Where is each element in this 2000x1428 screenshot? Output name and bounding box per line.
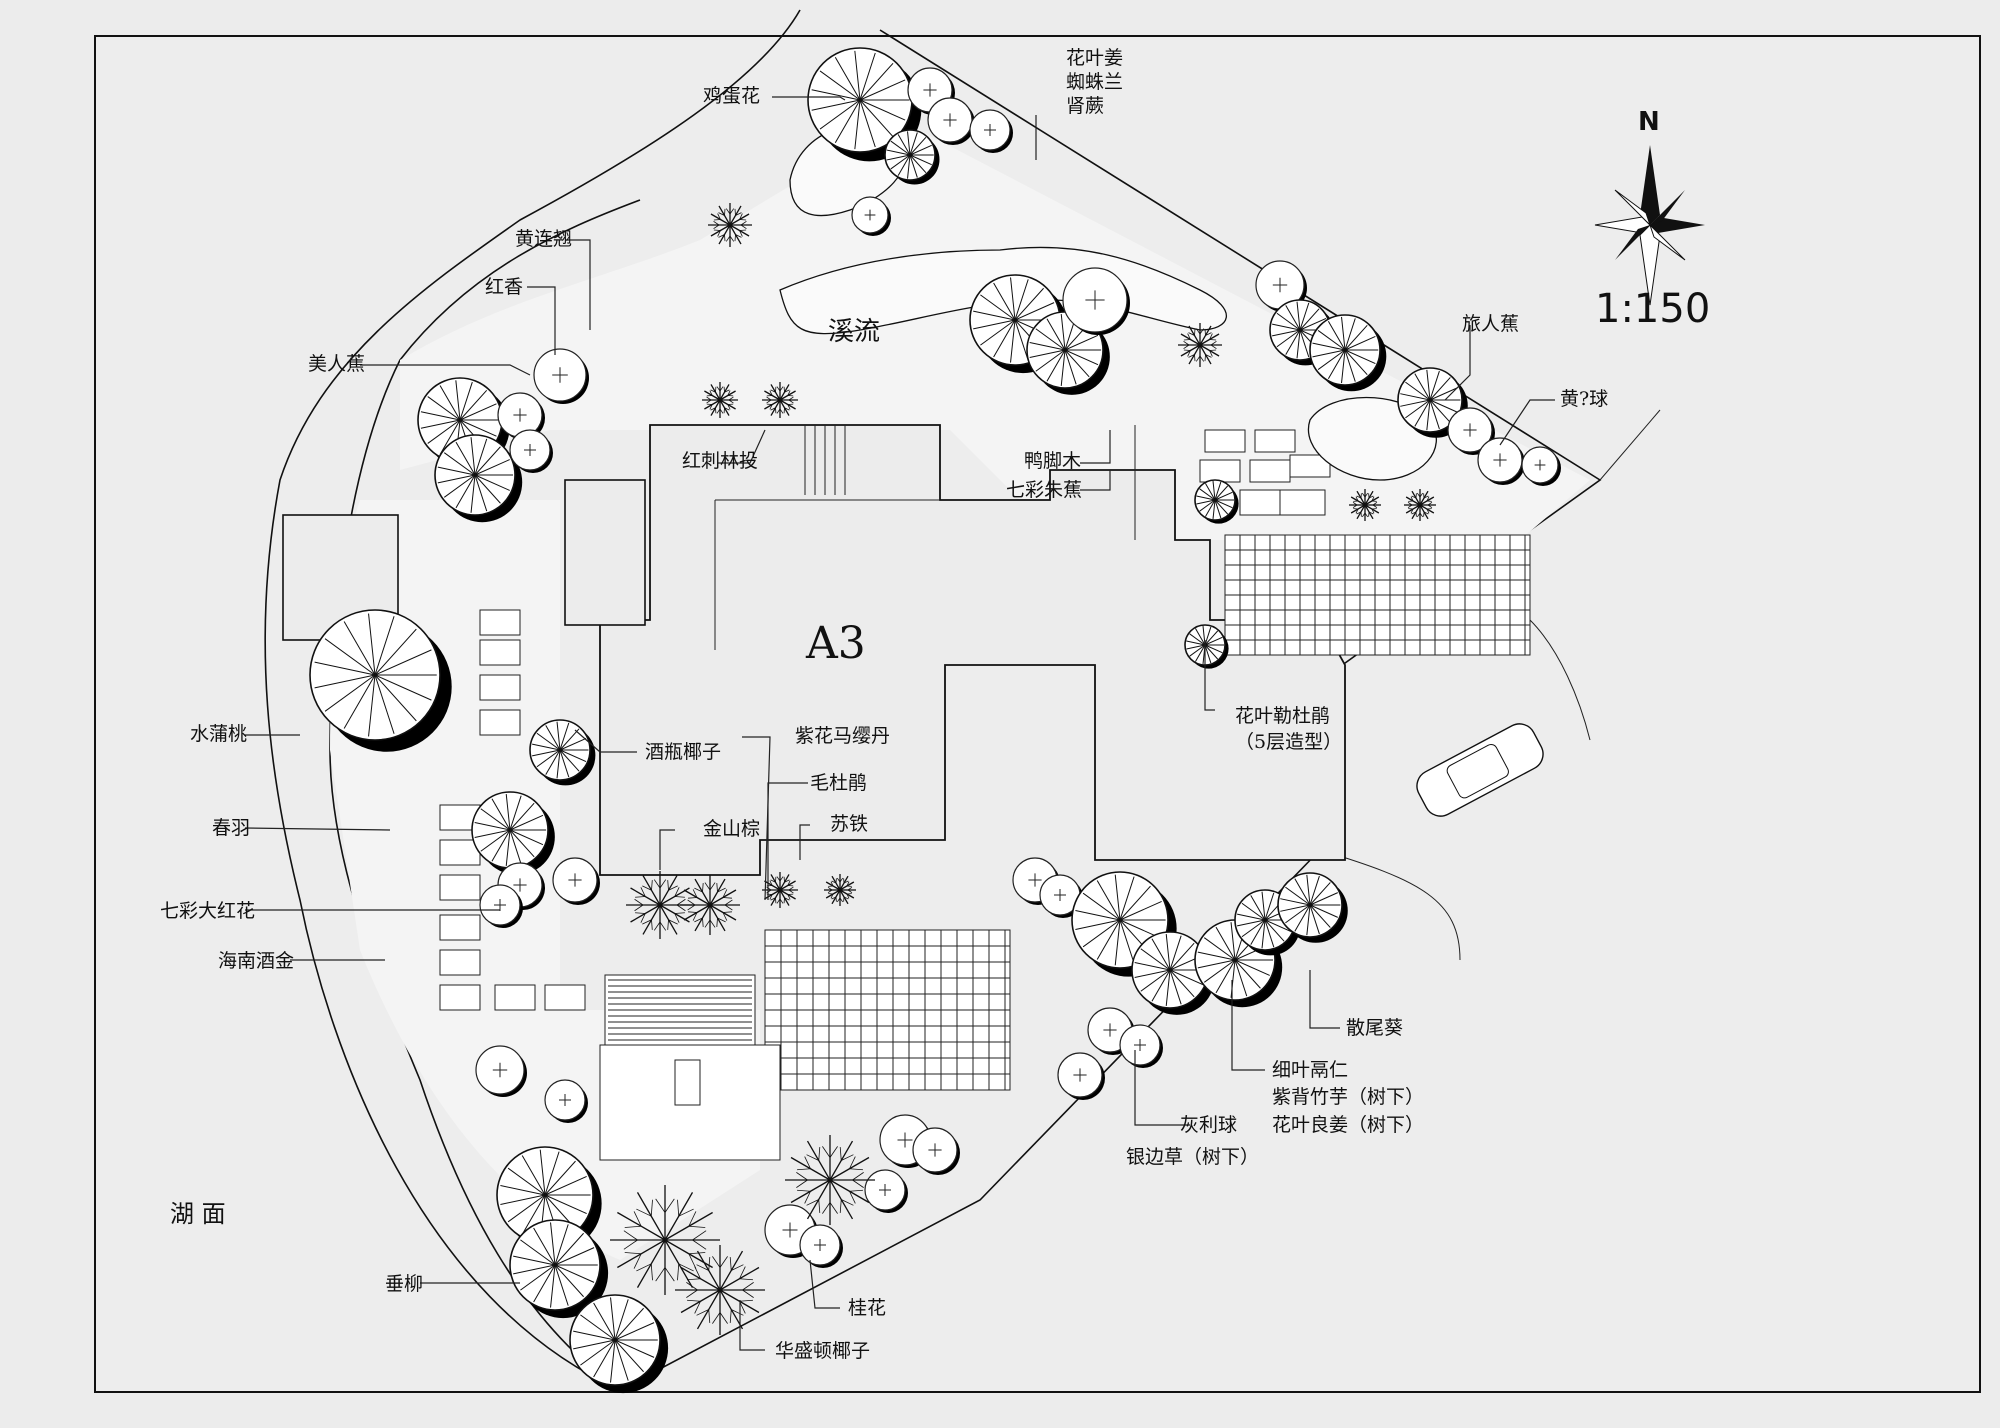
label-sutie: 苏铁	[830, 813, 868, 835]
palm-group	[610, 203, 1436, 1335]
lake-label: 湖 面	[170, 1200, 226, 1228]
label-guihua: 桂花	[848, 1297, 886, 1319]
label-meirenjiao: 美人蕉	[308, 353, 365, 375]
label-huangqiu: 黄?球	[1560, 388, 1608, 410]
entrance-steps	[804, 425, 846, 495]
label-huashengdunyezi: 华盛顿椰子	[775, 1340, 870, 1362]
tree-group	[309, 47, 1561, 1394]
label-hongcilinjia: 红刺林投	[682, 450, 758, 472]
stream-label: 溪流	[828, 317, 880, 347]
label-zihuamaying: 紫花马缨丹	[795, 725, 890, 747]
label-huayejiang: 花叶姜	[1066, 47, 1123, 69]
label-huanglianqiao: 黄连翘	[515, 228, 572, 250]
east-paving-grid	[1224, 534, 1531, 656]
label-qicaizhujiao: 七彩朱蕉	[1006, 479, 1082, 501]
label-maodujuan: 毛杜鹃	[810, 772, 867, 794]
south-paving-grid	[764, 929, 1011, 1091]
label-yajiaomu: 鸭脚木	[1024, 450, 1081, 472]
label-chunyu: 春羽	[212, 817, 250, 839]
label-jiupingyezi: 酒瓶椰子	[645, 741, 721, 763]
label-xiyegeren: 细叶鬲仁	[1272, 1059, 1348, 1081]
scale-label: 1:150	[1595, 286, 1710, 332]
label-hainanjiujin: 海南酒金	[218, 950, 294, 972]
north-arrow: N	[1594, 107, 1705, 306]
leader-lines	[244, 96, 1555, 1351]
label-chuiliu: 垂柳	[385, 1273, 423, 1295]
plant-labels: 鸡蛋花 花叶姜 蜘蛛兰 肾蕨 黄连翘 红香 美人蕉 红刺林投 鸭脚木 七彩朱蕉 …	[160, 47, 1608, 1362]
building-a3: A3	[282, 424, 1346, 876]
label-shenjue: 肾蕨	[1066, 95, 1104, 117]
label-shuiputao: 水蒲桃	[190, 723, 247, 745]
label-wucengzaoxing: （5层造型）	[1235, 731, 1342, 753]
label-qicaidahonghua: 七彩大红花	[160, 900, 255, 922]
label-zibeizhuyu: 紫背竹芋（树下）	[1272, 1086, 1424, 1108]
label-sanweikui: 散尾葵	[1346, 1017, 1403, 1039]
label-huiliqiu: 灰利球	[1180, 1114, 1237, 1136]
north-label: N	[1638, 107, 1660, 137]
label-jinshanzong: 金山棕	[703, 818, 760, 840]
stepping-stones	[439, 429, 1331, 1011]
label-lvrenjiao: 旅人蕉	[1462, 313, 1519, 335]
wood-deck	[599, 974, 781, 1161]
label-yinbiancao: 银边草（树下）	[1126, 1146, 1259, 1168]
label-jidanhua: 鸡蛋花	[703, 85, 760, 107]
label-huayeqindujuan: 花叶勒杜鹃	[1235, 705, 1330, 727]
label-zhizhulan: 蜘蛛兰	[1066, 71, 1123, 93]
label-hongxiang: 红香	[485, 276, 523, 298]
building-label: A3	[805, 618, 866, 669]
car	[1416, 723, 1544, 817]
label-huayeliangjiang: 花叶良姜（树下）	[1272, 1114, 1424, 1136]
